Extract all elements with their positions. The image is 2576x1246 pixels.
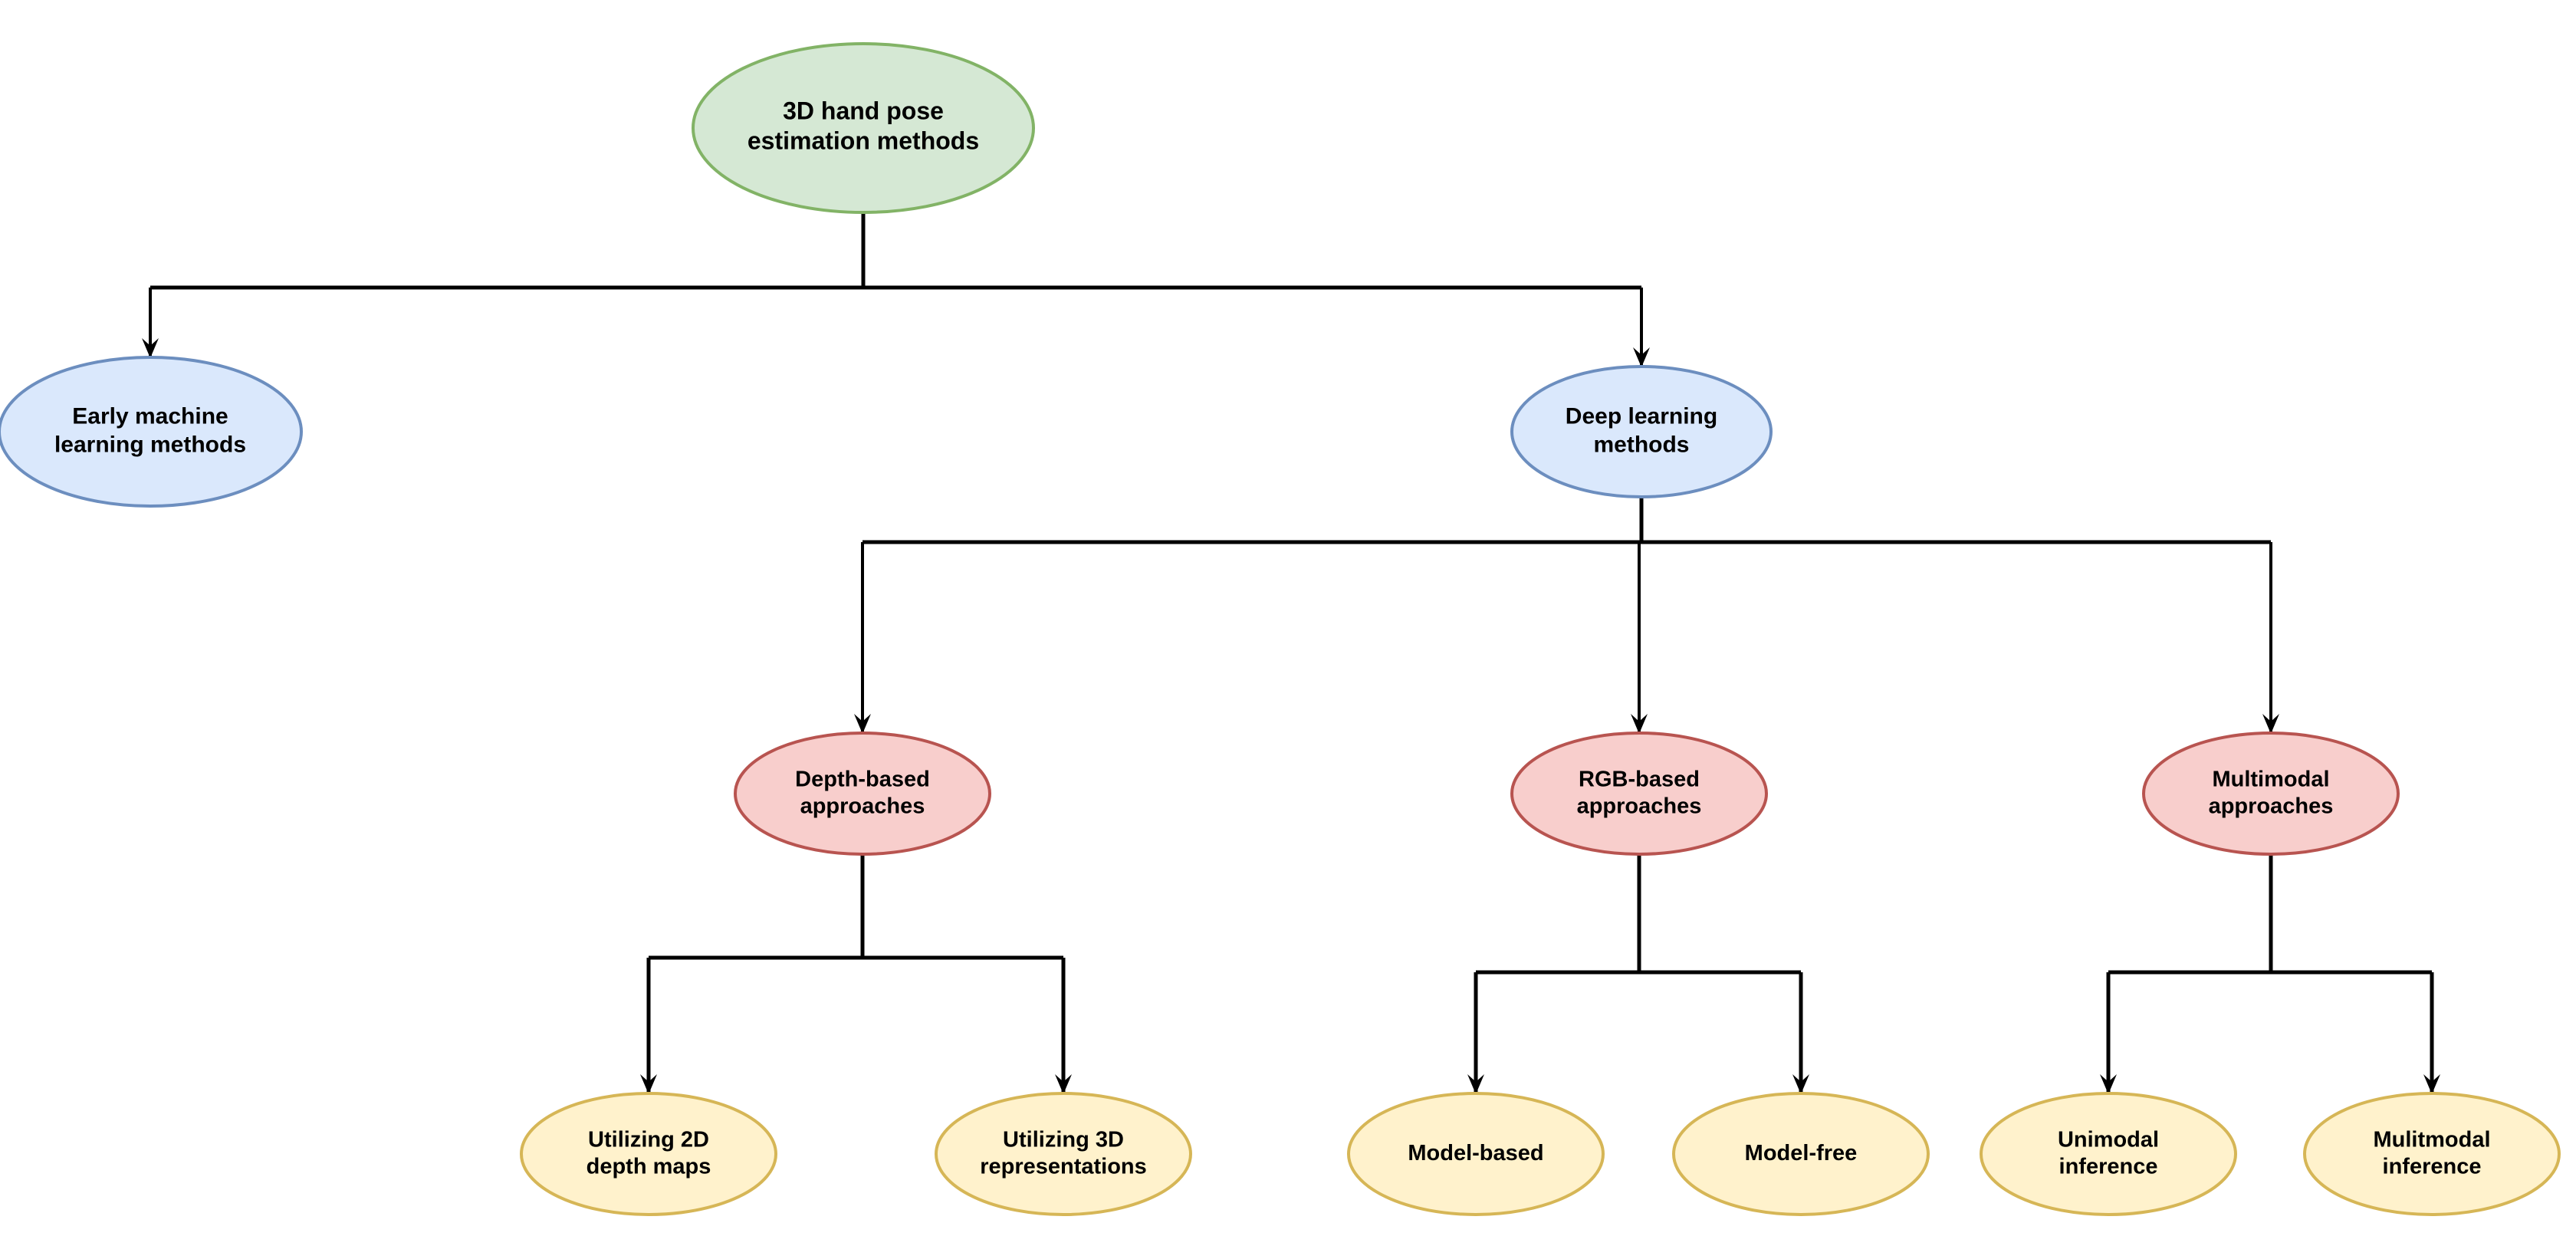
node-shape-multimodal[interactable] bbox=[2142, 731, 2400, 856]
edge-arrowhead bbox=[2262, 714, 2279, 734]
edges-layer bbox=[142, 212, 2440, 1094]
node-shape-model-free[interactable] bbox=[1672, 1092, 1930, 1216]
node-shape-depth-3d[interactable] bbox=[935, 1092, 1192, 1216]
edge-group-rgb-based bbox=[1467, 854, 1809, 1094]
node-label-model-based: Model-based bbox=[1408, 1141, 1543, 1165]
node-model-free[interactable]: Model-free bbox=[1672, 1092, 1930, 1216]
node-shape-unimodal-inference[interactable] bbox=[1980, 1092, 2237, 1216]
edge-arrowhead bbox=[1467, 1074, 1484, 1094]
node-shape-model-based[interactable] bbox=[1347, 1092, 1605, 1216]
edge-arrowhead bbox=[854, 714, 871, 734]
edge-group-multimodal bbox=[2100, 854, 2440, 1094]
node-label-model-free: Model-free bbox=[1745, 1141, 1858, 1165]
edge-arrowhead bbox=[1633, 347, 1650, 367]
edge-arrowhead bbox=[2100, 1074, 2117, 1094]
node-shape-rgb-based[interactable] bbox=[1510, 731, 1768, 856]
node-shape-root[interactable] bbox=[692, 42, 1035, 214]
edge-group-root bbox=[142, 212, 1650, 367]
edge-arrowhead bbox=[142, 338, 159, 358]
edge-arrowhead bbox=[640, 1074, 657, 1094]
node-shape-deep-learning[interactable] bbox=[1510, 365, 1773, 498]
edge-group-depth-based bbox=[640, 854, 1072, 1094]
node-shape-depth-based[interactable] bbox=[734, 731, 991, 856]
node-shape-depth-2d[interactable] bbox=[520, 1092, 777, 1216]
node-model-based[interactable]: Model-based bbox=[1347, 1092, 1605, 1216]
node-shape-multimodal-inference[interactable] bbox=[2303, 1092, 2561, 1216]
edge-arrowhead bbox=[2423, 1074, 2440, 1094]
edge-arrowhead bbox=[1055, 1074, 1072, 1094]
edge-group-deep-learning bbox=[854, 497, 2279, 734]
edge-arrowhead bbox=[1792, 1074, 1809, 1094]
edge-arrowhead bbox=[1631, 714, 1648, 734]
node-shape-early-ml[interactable] bbox=[0, 356, 303, 508]
